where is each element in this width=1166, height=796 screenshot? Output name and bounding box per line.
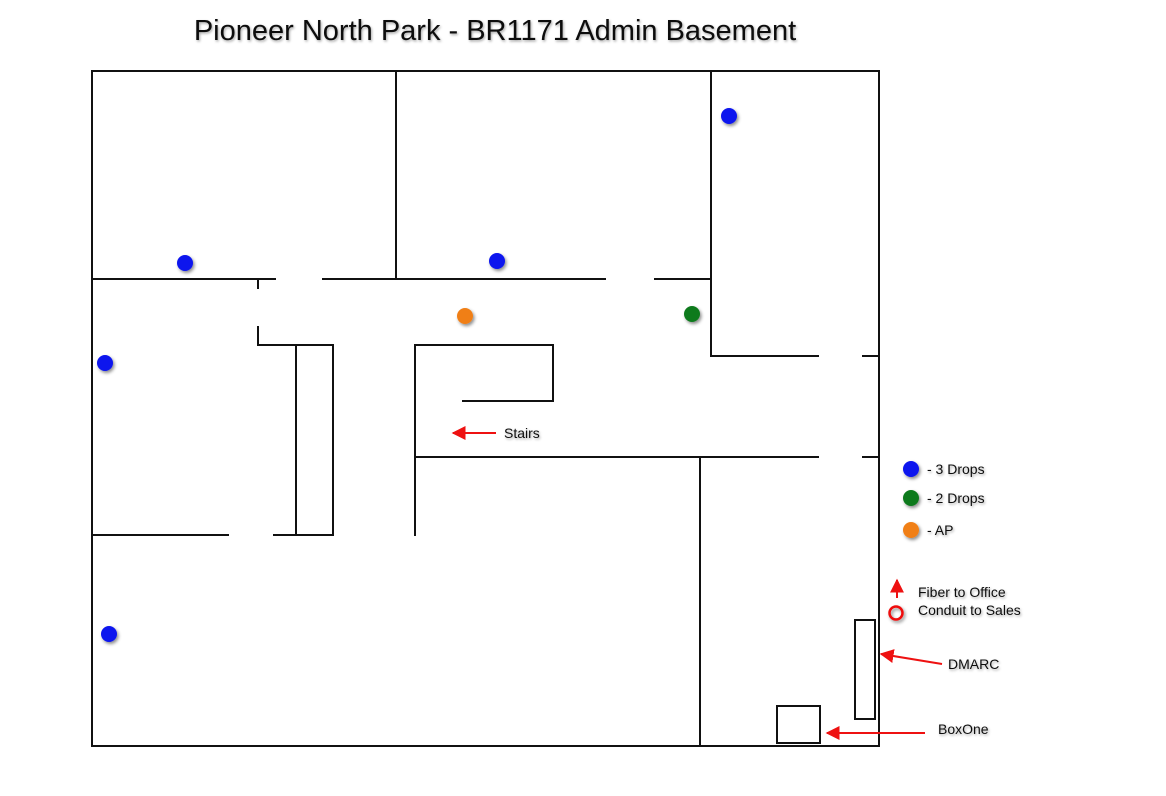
legend-ap-swatch [903,522,919,538]
marker-3-drops [489,253,505,269]
legend-2-drops-swatch [903,490,919,506]
marker-ap [457,308,473,324]
conduit-circle-icon [888,605,904,621]
legend-3-drops-label: - 3 Drops [927,461,985,477]
legend-ap-label: - AP [927,522,953,538]
boxone-box [776,705,821,744]
marker-3-drops [101,626,117,642]
dmarc-label: DMARC [948,656,999,672]
fiber-label: Fiber to Office [918,584,1006,600]
marker-2-drops [684,306,700,322]
marker-3-drops [177,255,193,271]
page-title: Pioneer North Park - BR1171 Admin Baseme… [194,15,796,47]
wall-jamb-bottom [257,326,297,346]
stairs-enclosure [414,344,554,536]
conduit-label: Conduit to Sales [918,602,1021,618]
boxone-label: BoxOne [938,721,989,737]
dmarc-box [854,619,876,720]
legend-3-drops-swatch [903,461,919,477]
closet-left [295,344,334,536]
marker-3-drops [721,108,737,124]
marker-3-drops [97,355,113,371]
stairs-label: Stairs [504,425,540,441]
legend: - 3 Drops - 2 Drops - AP [903,461,985,538]
legend-2-drops-label: - 2 Drops [927,490,985,506]
drop-markers [97,108,737,642]
dmarc-arrow [879,649,943,665]
building-walls [91,70,880,747]
outer-wall [91,70,880,747]
